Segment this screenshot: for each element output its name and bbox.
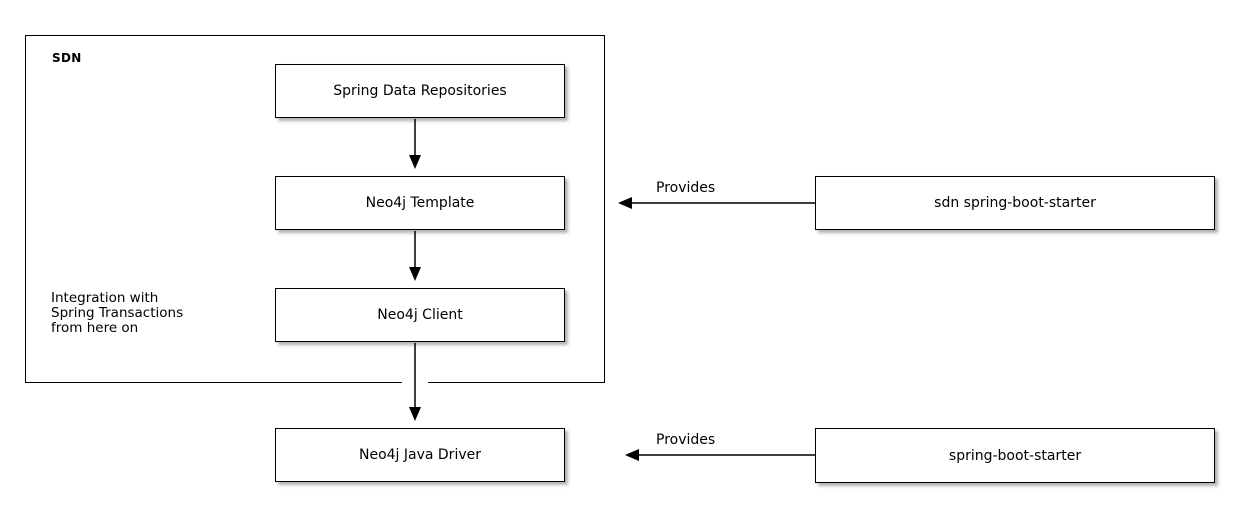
node-neo4j-client-label: Neo4j Client — [377, 307, 463, 323]
node-spring-boot-starter-label: spring-boot-starter — [948, 447, 1082, 464]
provides-arrow-driver — [625, 449, 815, 461]
sdn-container — [25, 35, 605, 383]
node-neo4j-java-driver-label: Neo4j Java Driver — [358, 447, 481, 463]
node-spring-data-repositories: Spring Data Repositories — [275, 64, 565, 118]
provides-label-driver: Provides — [656, 432, 716, 448]
node-sdn-spring-boot-starter: sdn spring-boot-starter — [815, 176, 1215, 230]
node-neo4j-java-driver: Neo4j Java Driver — [275, 428, 565, 482]
node-sdn-spring-boot-starter-label: sdn spring-boot-starter — [934, 195, 1096, 211]
transactions-note: Integration with Spring Transactions fro… — [51, 290, 184, 336]
sdn-container-label: SDN — [52, 51, 82, 65]
node-neo4j-client: Neo4j Client — [275, 288, 565, 342]
node-spring-boot-starter: spring-boot-starter — [815, 428, 1215, 483]
provides-label-template: Provides — [656, 180, 716, 196]
node-neo4j-template: Neo4j Template — [275, 176, 565, 230]
node-spring-data-repositories-label: Spring Data Repositories — [333, 83, 507, 99]
provides-arrow-template — [618, 197, 815, 209]
node-neo4j-template-label: Neo4j Template — [365, 195, 475, 211]
